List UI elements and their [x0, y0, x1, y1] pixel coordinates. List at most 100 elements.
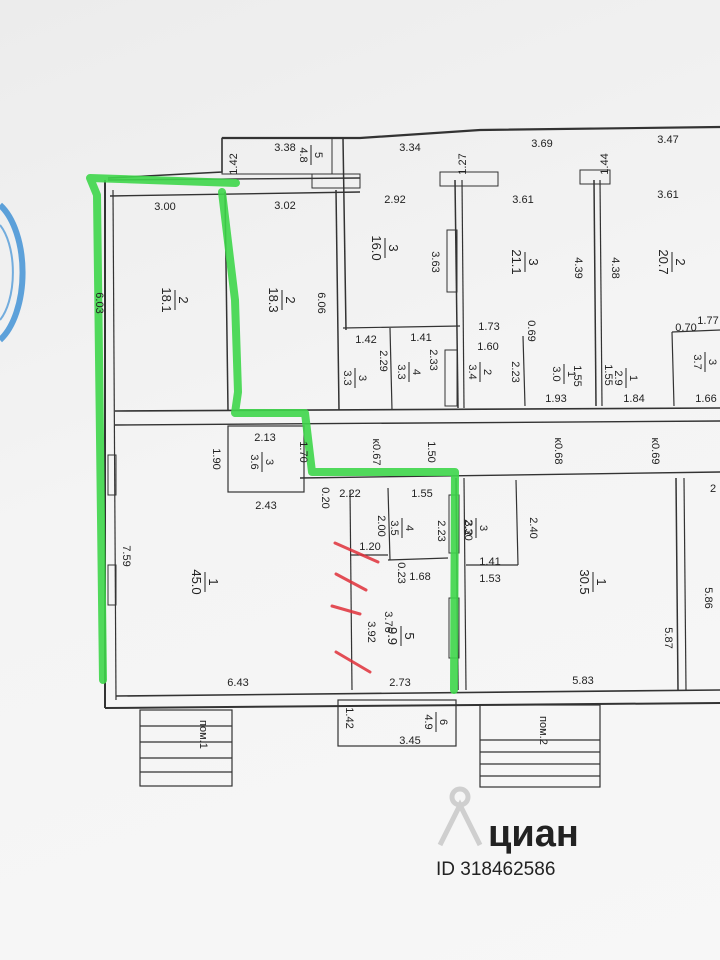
dimension-label: 6.06 [315, 292, 327, 313]
room-area: 3.0 [550, 366, 562, 381]
room-label: 33.7 [691, 352, 718, 372]
room-area: 45.0 [189, 569, 204, 594]
dimension-label: 2.30 [462, 519, 474, 540]
dimension-label: 1.66 [695, 393, 716, 405]
dimension-label: 2.13 [254, 432, 275, 444]
room-area: 9.9 [385, 627, 400, 645]
room-number: 1 [594, 578, 609, 585]
dimension-label: 3.00 [154, 201, 175, 213]
watermark: циан ID 318462586 [436, 786, 579, 880]
room-number: 3 [386, 244, 401, 251]
dimension-label: 2 [710, 483, 716, 495]
room-number: 4 [403, 525, 415, 531]
dimension-label: 4.39 [572, 257, 584, 278]
dimension-label: 1.70 [297, 441, 309, 462]
dimension-label: 1.41 [479, 556, 500, 568]
entrance-label-pom1: пом.1 [197, 720, 209, 749]
dimension-label: 3.63 [429, 251, 441, 272]
dimension-label: 6.43 [227, 677, 248, 689]
dimension-label: 2.40 [527, 517, 539, 538]
dimension-label: 1.93 [545, 393, 566, 405]
room-area: 3.3 [341, 370, 353, 385]
watermark-id: ID 318462586 [436, 859, 555, 880]
dimension-label: 2.23 [435, 520, 447, 541]
room-number: 3 [706, 359, 718, 365]
room-label: 43.5 [388, 518, 415, 538]
dimension-label: 0.20 [319, 487, 331, 508]
room-label: 130.5 [577, 569, 609, 594]
room-area: 3.7 [691, 354, 703, 369]
dimension-label: 2.22 [339, 488, 360, 500]
room-label: 220.7 [656, 249, 688, 274]
dimension-label: 3.92 [365, 621, 377, 642]
room-number: 5 [312, 152, 324, 158]
dimension-label: 0.23 [395, 562, 407, 583]
dimension-label: 1.73 [478, 321, 499, 333]
dimension-label: 3.45 [399, 735, 420, 747]
room-number: 3 [477, 525, 489, 531]
dimension-label: 1.60 [477, 341, 498, 353]
dimension-label: 0.70 [675, 322, 696, 334]
room-area: 18.3 [266, 287, 281, 312]
walls [104, 125, 720, 747]
dimension-label: 5.87 [662, 627, 674, 648]
room-area: 2.9 [612, 370, 624, 385]
dimension-label: 2.92 [384, 194, 405, 206]
room-label: 218.3 [266, 287, 298, 312]
dimension-label: 3.61 [657, 189, 678, 201]
room-area: 3.4 [466, 364, 478, 379]
dimension-label: 3.38 [274, 142, 295, 154]
room-area: 18.1 [159, 287, 174, 312]
dimension-label: 5.83 [572, 675, 593, 687]
room-label: 12.9 [612, 368, 639, 388]
room-number: 2 [176, 296, 191, 303]
room-label: 33.6 [248, 452, 275, 472]
room-number: 1 [206, 578, 221, 585]
room-number: 2 [283, 296, 298, 303]
dimension-label: 1.44 [599, 153, 611, 174]
room-area: 3.5 [388, 520, 400, 535]
room-area: 4.8 [297, 147, 309, 162]
dimension-label: 3.61 [512, 194, 533, 206]
room-area: 4.9 [422, 714, 434, 729]
room-label: 145.0 [189, 569, 221, 594]
dimension-label: 3.02 [274, 200, 295, 212]
dimension-label: 2.29 [377, 350, 389, 371]
dimension-label: 5.86 [702, 587, 714, 608]
room-area: 3.2 [462, 520, 474, 535]
dimension-label: 2.73 [389, 677, 410, 689]
dimension-label: 0.69 [525, 320, 537, 341]
dimension-label: 1.42 [343, 707, 355, 728]
dimension-label: 1.68 [409, 571, 430, 583]
room-number: 5 [402, 632, 417, 639]
room-number: 3 [356, 375, 368, 381]
dimension-label: 1.42 [228, 153, 240, 174]
dimension-label: 2.33 [427, 349, 439, 370]
dimension-label: 1.53 [479, 573, 500, 585]
dimension-label: 2.43 [255, 500, 276, 512]
room-label: 43.3 [395, 362, 422, 382]
room-label: 59.9 [385, 626, 417, 646]
dimension-label: 1.90 [210, 448, 222, 469]
dimension-label: ĸ0.69 [649, 438, 661, 465]
room-label: 33.3 [341, 368, 368, 388]
entrance-label-pom2: пом.2 [537, 716, 549, 745]
dimension-label: ĸ0.67 [370, 439, 382, 466]
dimension-label: ĸ0.68 [552, 438, 564, 465]
highlight-outline [86, 174, 459, 694]
dimension-label: 3.47 [657, 134, 678, 146]
dimension-label: 1.27 [457, 153, 469, 174]
cross-out-marks [330, 541, 380, 674]
dimension-label: 6.03 [93, 292, 105, 313]
room-number: 3 [263, 459, 275, 465]
dimension-label: 3.34 [399, 142, 420, 154]
room-label: 13.0 [550, 364, 577, 384]
room-label: 321.1 [509, 249, 541, 274]
dimension-label: 4.38 [609, 257, 621, 278]
room-label: 218.1 [159, 287, 191, 312]
room-number: 1 [565, 371, 577, 377]
room-label: 33.2 [462, 518, 489, 538]
dimension-label: 2.00 [375, 515, 387, 536]
